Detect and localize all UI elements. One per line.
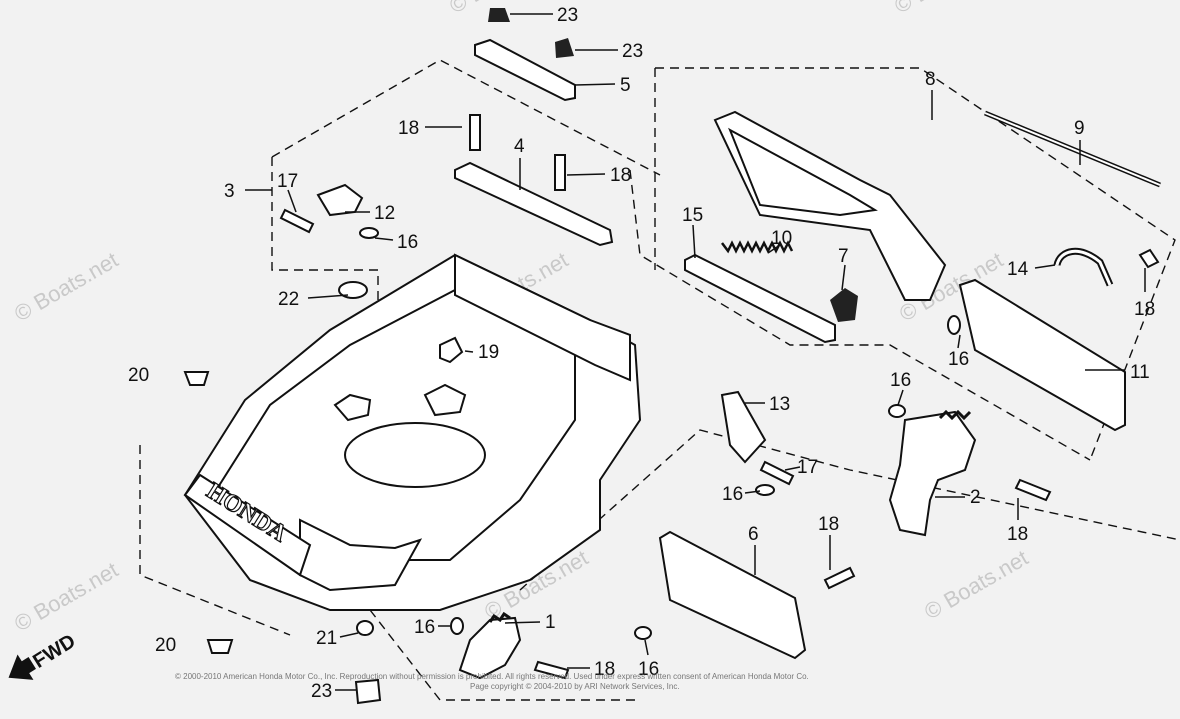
leader-lines xyxy=(245,13,1146,691)
callout-14: 14 xyxy=(1007,259,1029,280)
callout-19: 19 xyxy=(478,342,499,363)
hinge-arm-13 xyxy=(720,390,767,464)
watermark: © Boats.net xyxy=(10,557,122,636)
bracket-4 xyxy=(454,161,614,247)
callout-17: 17 xyxy=(797,457,818,478)
callout-16: 16 xyxy=(948,349,969,370)
plate-6 xyxy=(658,530,807,660)
callout-4: 4 xyxy=(514,136,525,157)
callout-23: 23 xyxy=(557,5,578,26)
flap-11 xyxy=(958,278,1126,432)
copyright-line: © 2000-2010 American Honda Motor Co., In… xyxy=(175,672,809,681)
callout-7: 7 xyxy=(838,246,849,267)
callout-20: 20 xyxy=(155,635,176,656)
callout-1: 1 xyxy=(545,612,556,633)
callout-9: 9 xyxy=(1074,118,1085,139)
callout-22: 22 xyxy=(278,289,299,310)
rear-flap-frame xyxy=(713,110,947,301)
callout-12: 12 xyxy=(374,203,395,224)
bracket-12 xyxy=(316,183,364,217)
callout-2: 2 xyxy=(970,487,981,508)
callout-6: 6 xyxy=(748,524,759,545)
callout-16: 16 xyxy=(890,370,911,391)
watermark: © Boats.net xyxy=(10,247,122,326)
callout-21: 21 xyxy=(316,628,337,649)
height-adjuster-1 xyxy=(458,616,522,680)
watermark: © Boats.net xyxy=(890,0,1002,18)
mower-deck: HONDA xyxy=(183,253,642,611)
arrow-left-icon xyxy=(8,654,36,680)
bracket-5 xyxy=(474,38,576,102)
fwd-label: FWD xyxy=(29,630,79,673)
callout-18: 18 xyxy=(1007,524,1028,545)
spring-10 xyxy=(721,240,794,254)
callout-18: 18 xyxy=(594,659,615,680)
copyright-line: Page copyright © 2004-2010 by ARI Networ… xyxy=(470,682,680,691)
latch-7 xyxy=(830,288,858,322)
callout-18: 18 xyxy=(398,118,419,139)
callout-3: 3 xyxy=(224,181,235,202)
callout-10: 10 xyxy=(771,228,792,249)
callout-8: 8 xyxy=(925,69,936,90)
callout-23: 23 xyxy=(311,681,332,702)
callout-16: 16 xyxy=(722,484,743,505)
callout-13: 13 xyxy=(769,394,790,415)
callout-16: 16 xyxy=(638,659,659,680)
callout-20: 20 xyxy=(128,365,149,386)
callout-15: 15 xyxy=(682,205,703,226)
callout-16: 16 xyxy=(414,617,435,638)
callout-23: 23 xyxy=(622,41,643,62)
group-boundaries xyxy=(139,59,1180,701)
watermark: © Boats.net xyxy=(920,545,1032,624)
callout-16: 16 xyxy=(397,232,418,253)
callout-18: 18 xyxy=(610,165,631,186)
callout-labels: 23 23 5 8 9 18 4 18 3 17 12 16 15 10 7 1… xyxy=(128,5,1155,702)
callout-18: 18 xyxy=(1134,299,1155,320)
height-adjuster-2 xyxy=(888,410,977,537)
callout-11: 11 xyxy=(1130,362,1150,383)
fwd-arrow: FWD xyxy=(8,630,79,680)
callout-18: 18 xyxy=(818,514,839,535)
callout-17: 17 xyxy=(277,171,298,192)
hinge-bar-15 xyxy=(684,253,836,344)
fasteners xyxy=(183,8,1160,705)
callout-5: 5 xyxy=(620,75,631,96)
